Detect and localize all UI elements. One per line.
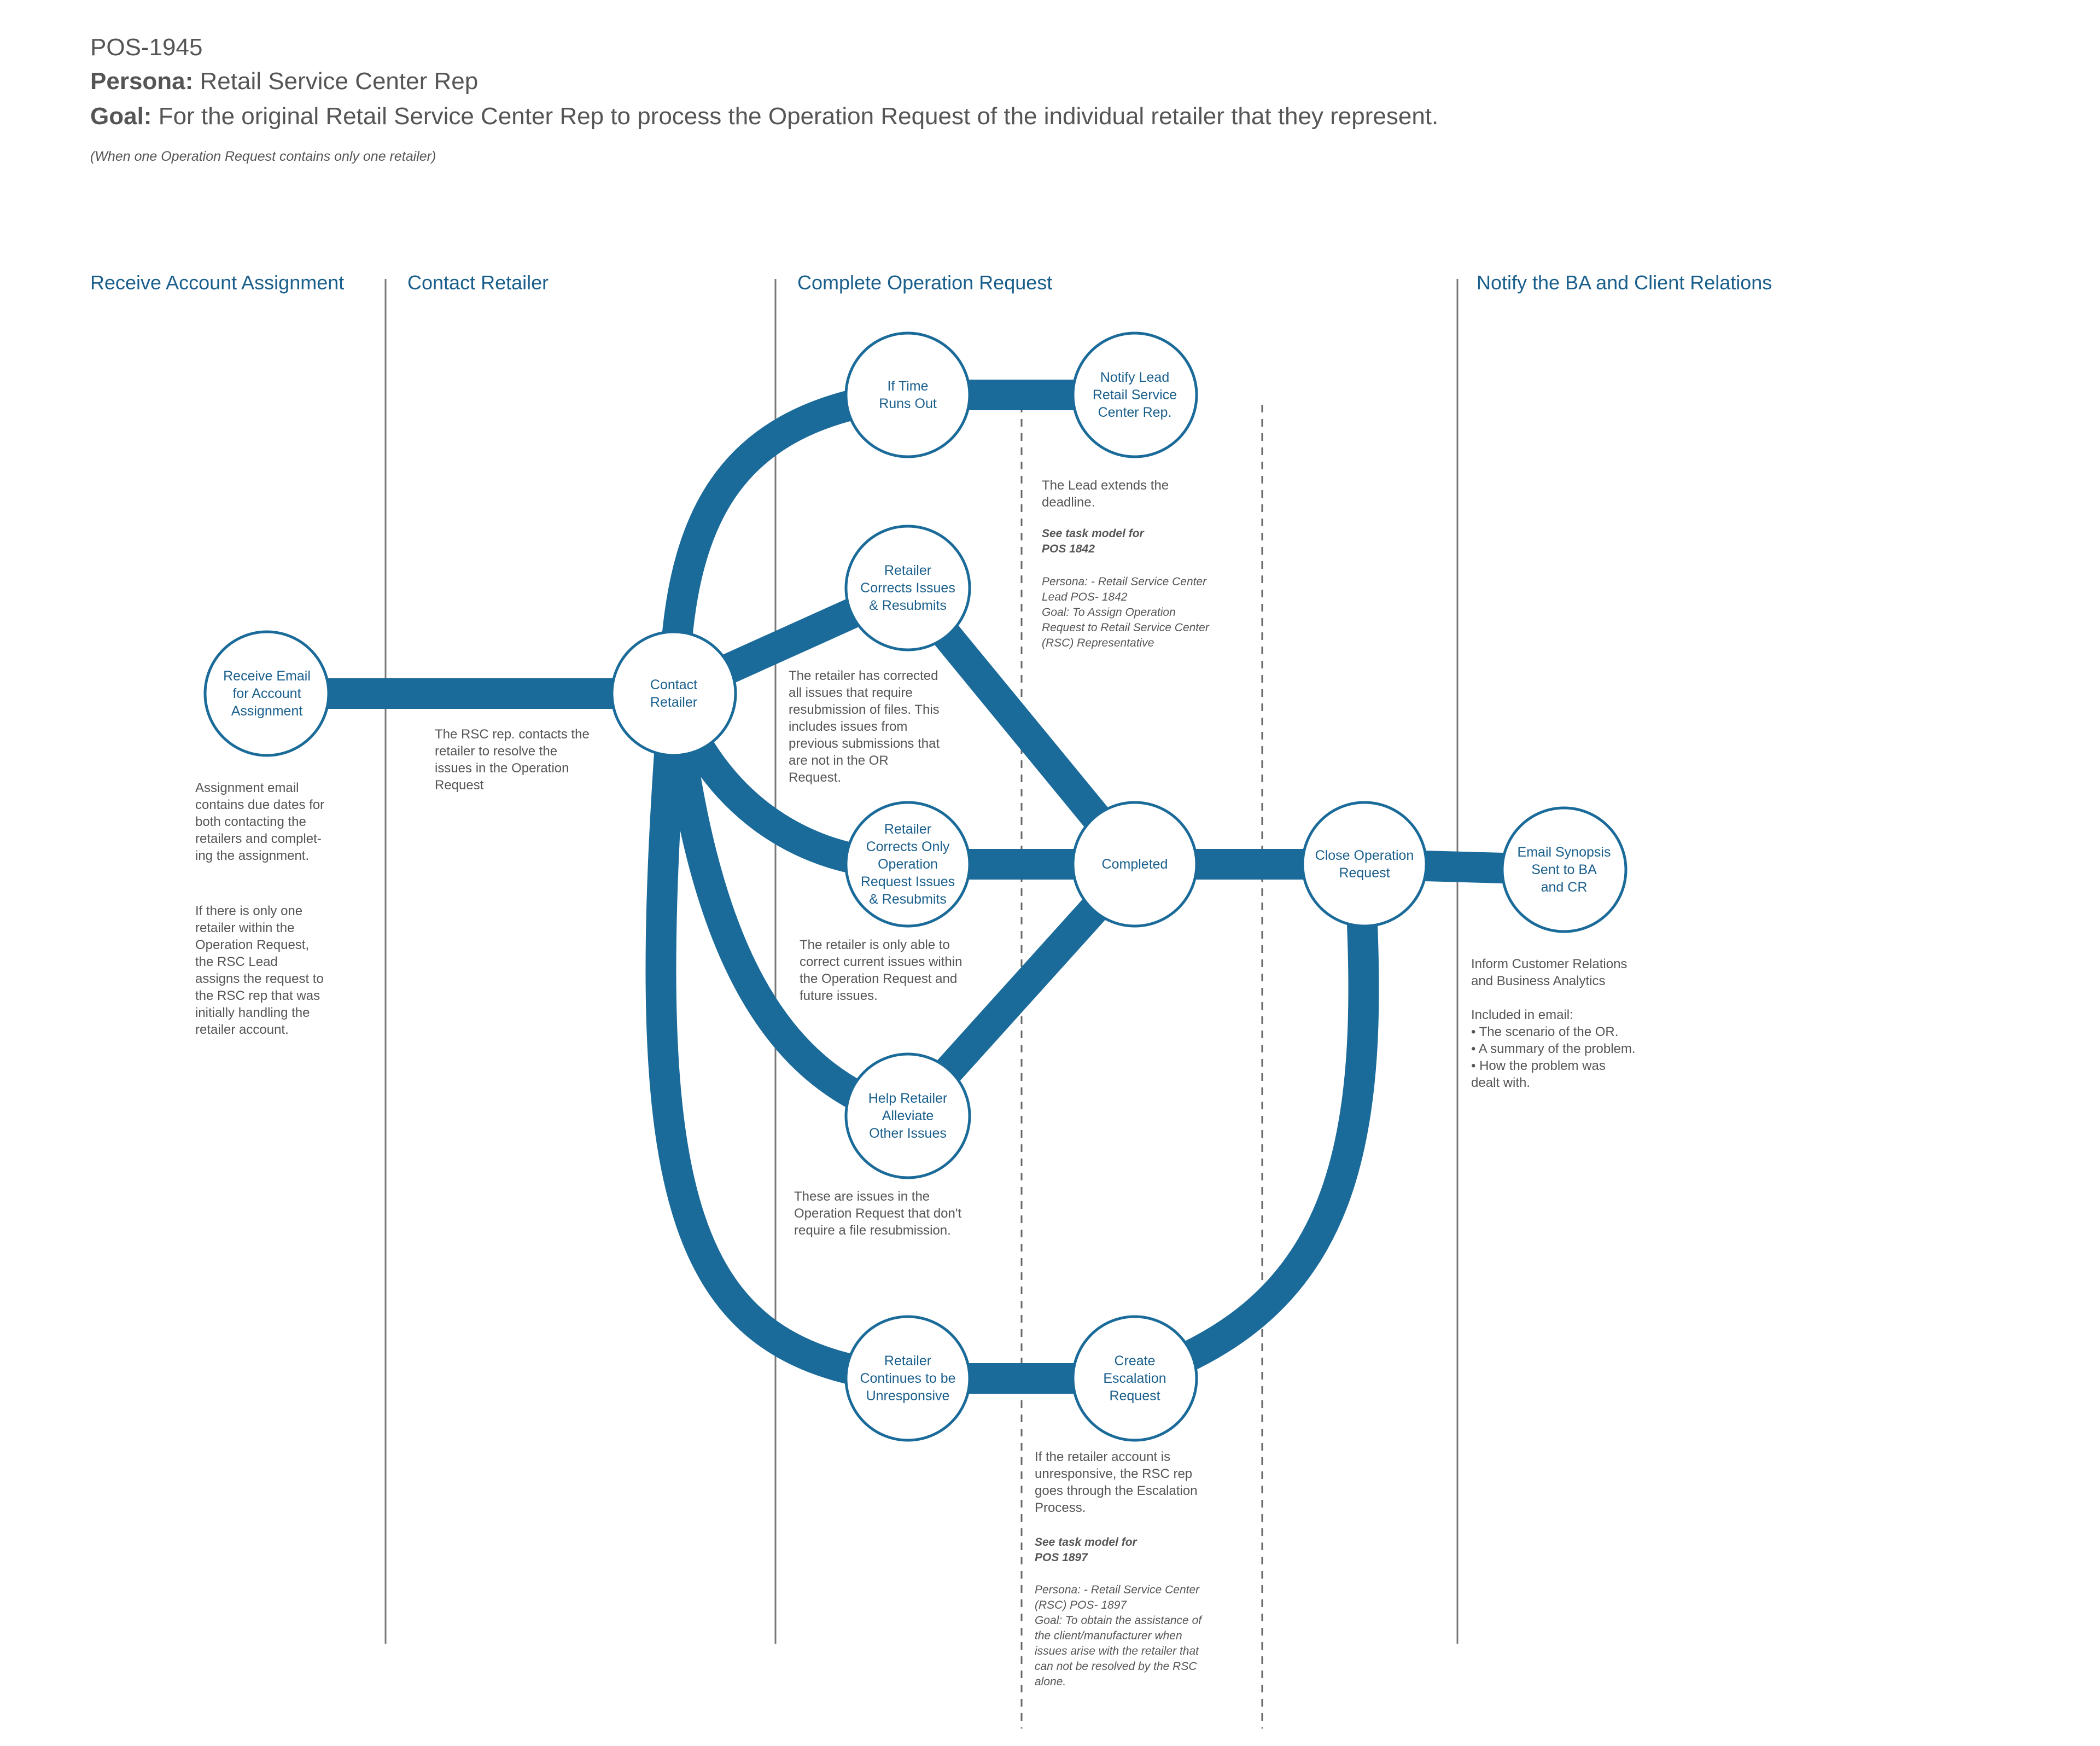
goal-line: Goal: For the original Retail Service Ce…	[90, 103, 1438, 130]
note-these-issues: These are issues in the Operation Reques…	[794, 1189, 962, 1238]
node-contact-retailer	[610, 630, 737, 757]
note-see-1897: See task model for POS 1897	[1035, 1536, 1137, 1564]
node-help-retailer	[844, 1052, 971, 1179]
flow-escalation-close	[1130, 863, 1379, 1393]
node-label-unresponsive: Retailer Continues to be Unresponsive	[860, 1353, 956, 1404]
note-corrected-all: The retailer has corrected all issues th…	[789, 668, 940, 785]
node-label-if-time-runs-out: If Time Runs Out	[879, 379, 937, 411]
lane-title-receive: Receive Account Assignment	[90, 271, 345, 294]
note-inform: Inform Customer Relations and Business A…	[1471, 957, 1628, 988]
node-email-synopsis	[1501, 806, 1628, 933]
goal-value: For the original Retail Service Center R…	[158, 103, 1439, 130]
flow-contact-unresponsive	[645, 692, 909, 1394]
node-label-help-retailer: Help Retailer Alleviate Other Issues	[868, 1091, 948, 1141]
note-persona-1842: Persona: - Retail Service Center Lead PO…	[1042, 575, 1209, 649]
note-included: Included in email: • The scenario of the…	[1471, 1008, 1636, 1090]
note-only-able: The retailer is only able to correct cur…	[800, 938, 962, 1003]
note-persona-1897: Persona: - Retail Service Center (RSC) P…	[1035, 1584, 1202, 1688]
flow-nodes	[203, 331, 1628, 1442]
persona-line: Persona: Retail Service Center Rep	[90, 68, 478, 95]
node-unresponsive	[844, 1315, 971, 1442]
page-id: POS-1945	[90, 34, 203, 61]
lane-title-complete: Complete Operation Request	[797, 271, 1053, 294]
lane-title-contact: Contact Retailer	[407, 271, 549, 294]
node-close-or	[1301, 801, 1428, 928]
note-assignment-email: Assignment email contains due dates for …	[195, 781, 325, 863]
subnote: (When one Operation Request contains onl…	[90, 149, 436, 164]
node-if-time-runs-out	[844, 331, 971, 458]
flow-contact-timeout	[658, 380, 910, 694]
node-label-completed: Completed	[1101, 857, 1168, 872]
node-escalation	[1071, 1315, 1198, 1442]
persona-label: Persona:	[90, 68, 194, 95]
node-corrects-only	[844, 801, 971, 928]
node-label-escalation: Create Escalation Request	[1103, 1353, 1166, 1404]
node-completed	[1071, 801, 1198, 928]
note-rsc-contacts: The RSC rep. contacts the retailer to re…	[435, 727, 590, 793]
note-see-1842: See task model for POS 1842	[1042, 527, 1144, 555]
node-receive-email	[203, 630, 330, 757]
node-label-close-or: Close Operation Request	[1315, 848, 1414, 881]
node-label-receive-email: Receive Email for Account Assignment	[223, 668, 311, 719]
goal-label: Goal:	[90, 103, 152, 130]
node-label-contact-retailer: Contact Retailer	[650, 677, 698, 710]
lane-title-notify: Notify the BA and Client Relations	[1477, 271, 1772, 294]
node-label-email-synopsis: Email Synopsis Sent to BA and CR	[1517, 845, 1611, 895]
node-label-notify-lead: Notify Lead Retail Service Center Rep.	[1092, 370, 1177, 420]
persona-value: Retail Service Center Rep	[200, 68, 479, 95]
node-label-corrects-only: Retailer Corrects Only Operation Request…	[860, 822, 955, 907]
node-notify-lead	[1071, 331, 1198, 458]
note-unresponsive: If the retailer account is unresponsive,…	[1035, 1450, 1198, 1515]
note-only-one-retailer: If there is only one retailer within the…	[195, 904, 324, 1037]
node-corrects-resubmits	[844, 525, 971, 651]
note-lead-extends: The Lead extends the deadline.	[1042, 478, 1169, 510]
node-label-corrects-resubmits: Retailer Corrects Issues & Resubmits	[860, 563, 955, 613]
